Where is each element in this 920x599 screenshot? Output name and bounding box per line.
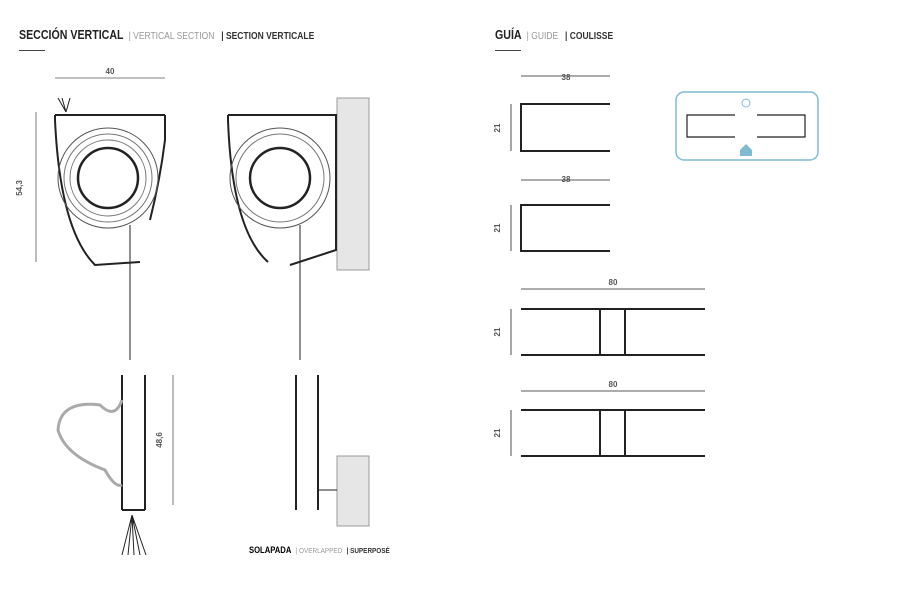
section-vertical-header: SECCIÓN VERTICAL | VERTICAL SECTION | SECT… <box>19 28 314 42</box>
dim-guide2-height: 21 <box>493 223 502 232</box>
dim-box-height: 54,3 <box>15 180 24 196</box>
dim-guide1-height: 21 <box>493 123 502 132</box>
header-rule <box>495 50 521 51</box>
dim-guide4-width: 80 <box>609 380 618 389</box>
header-english: | VERTICAL SECTION <box>128 31 215 42</box>
dim-guide2-width: 38 <box>562 175 571 184</box>
sun-icon <box>741 98 751 108</box>
header-english: | GUIDE <box>526 31 559 42</box>
caption-en: | OVERLAPPED <box>295 546 343 555</box>
header-title: SECCIÓN VERTICAL <box>19 28 124 42</box>
caption-es: SOLAPADA <box>249 545 292 555</box>
dim-guide3-width: 80 <box>609 278 618 287</box>
dim-box-width: 40 <box>106 67 115 76</box>
dim-guide4-height: 21 <box>493 428 502 437</box>
dim-guide1-width: 38 <box>562 73 571 82</box>
dim-bar-height: 48,6 <box>155 432 164 448</box>
header-french: | SECTION VERTICALE <box>221 31 315 42</box>
house-icon <box>740 144 752 156</box>
caption-fr: | SUPERPOSÉ <box>346 546 390 555</box>
header-title: GUÍA <box>495 28 522 42</box>
guide-header: GUÍA | GUIDE | COULISSE <box>495 28 613 42</box>
indoor-outdoor-diagram <box>675 91 819 161</box>
header-french: | COULISSE <box>564 31 614 42</box>
overlapped-section-drawing <box>227 97 370 527</box>
header-rule <box>19 50 45 51</box>
dim-guide3-height: 21 <box>493 327 502 336</box>
overlapped-caption: SOLAPADA| OVERLAPPED| SUPERPOSÉ <box>249 545 390 555</box>
box-section-drawing <box>35 77 174 556</box>
guide-drawings <box>510 75 705 457</box>
